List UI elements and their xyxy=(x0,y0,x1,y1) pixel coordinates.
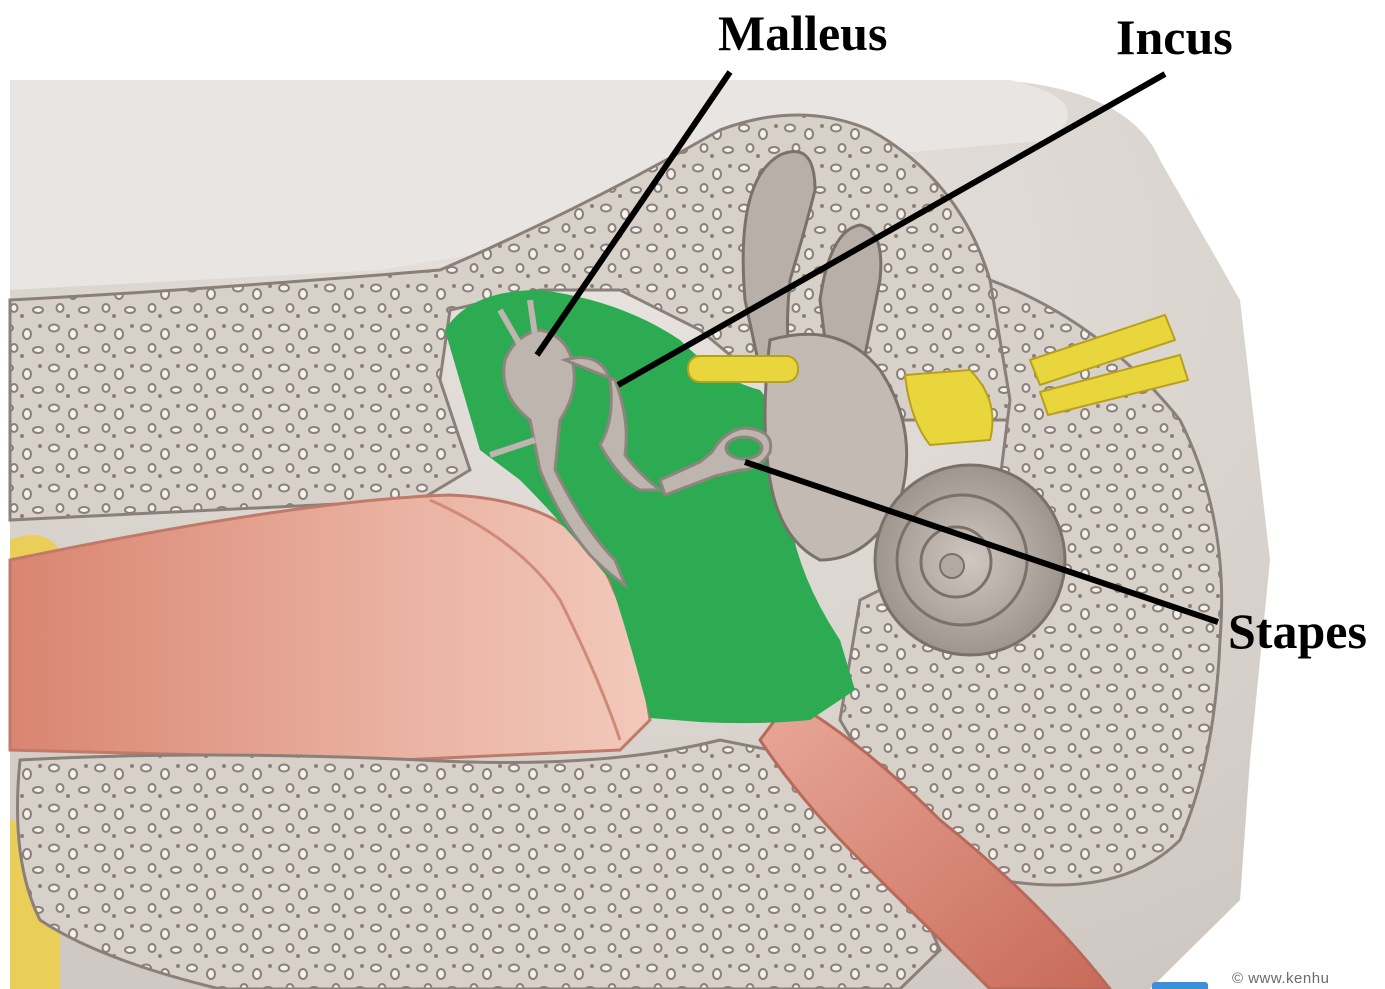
credit-tab xyxy=(1152,982,1208,989)
credit-watermark: © www.kenhu xyxy=(1232,970,1329,987)
nerve-facial xyxy=(688,356,798,382)
incus-label: Incus xyxy=(1116,12,1233,62)
stapes-footplate-ring xyxy=(726,437,762,459)
stapes-label: Stapes xyxy=(1228,606,1367,656)
cochlea-apex xyxy=(940,554,964,578)
malleus-label: Malleus xyxy=(718,8,887,58)
